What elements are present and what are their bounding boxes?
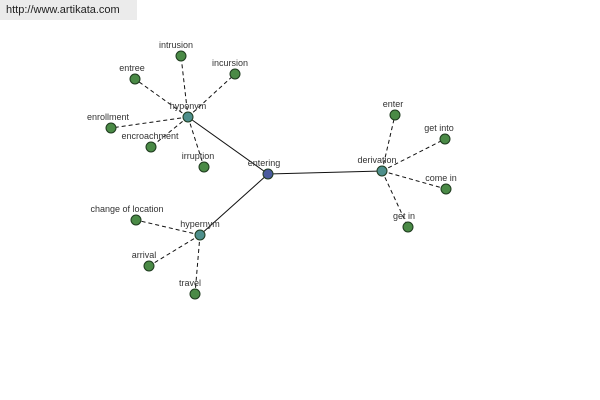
label-term-arrival: arrival bbox=[132, 250, 157, 260]
label-term-entree: entree bbox=[119, 63, 145, 73]
edge-derivation-get-into bbox=[381, 138, 446, 172]
site-url-banner[interactable]: http://www.artikata.com bbox=[0, 0, 137, 20]
edge-root-hyponym bbox=[187, 116, 269, 175]
node-term-intrusion[interactable] bbox=[175, 50, 187, 62]
edge-hyponym-entree bbox=[134, 78, 189, 118]
label-term-come-in: come in bbox=[425, 173, 457, 183]
label-term-get-into: get into bbox=[424, 123, 454, 133]
node-term-irruption[interactable] bbox=[198, 161, 210, 173]
node-term-change-of-location[interactable] bbox=[130, 214, 142, 226]
edge-root-derivation bbox=[267, 170, 383, 175]
label-term-get-in: get in bbox=[393, 211, 415, 221]
edge-root-hypernym bbox=[199, 173, 269, 236]
edge-derivation-get-in bbox=[381, 170, 409, 228]
edge-hyponym-encroachment bbox=[150, 116, 189, 148]
label-term-incursion: incursion bbox=[212, 58, 248, 68]
label-term-encroachment: encroachment bbox=[121, 131, 179, 141]
edge-hypernym-travel bbox=[194, 234, 201, 295]
node-term-incursion[interactable] bbox=[229, 68, 241, 80]
node-term-come-in[interactable] bbox=[440, 183, 452, 195]
label-term-change-of-location: change of location bbox=[90, 204, 163, 214]
label-root: entering bbox=[248, 158, 281, 168]
edge-hyponym-irruption bbox=[187, 116, 205, 168]
node-term-entree[interactable] bbox=[129, 73, 141, 85]
label-relation-derivation: derivation bbox=[357, 155, 396, 165]
node-term-get-in[interactable] bbox=[402, 221, 414, 233]
edge-hyponym-incursion bbox=[187, 73, 236, 118]
edge-hyponym-intrusion bbox=[180, 55, 189, 118]
node-term-enter[interactable] bbox=[389, 109, 401, 121]
label-term-enrollment: enrollment bbox=[87, 112, 130, 122]
node-relation-hypernym[interactable] bbox=[194, 229, 206, 241]
label-term-travel: travel bbox=[179, 278, 201, 288]
node-relation-hyponym[interactable] bbox=[182, 111, 194, 123]
edge-hyponym-enrollment bbox=[110, 116, 189, 129]
node-term-enrollment[interactable] bbox=[105, 122, 117, 134]
node-term-travel[interactable] bbox=[189, 288, 201, 300]
label-term-enter: enter bbox=[383, 99, 404, 109]
node-term-get-into[interactable] bbox=[439, 133, 451, 145]
edge-hypernym-change-of-location bbox=[135, 219, 201, 236]
label-relation-hypernym: hypernym bbox=[180, 219, 220, 229]
label-term-irruption: irruption bbox=[182, 151, 215, 161]
edge-hypernym-arrival bbox=[148, 234, 201, 267]
node-term-arrival[interactable] bbox=[143, 260, 155, 272]
label-relation-hyponym: hyponym bbox=[170, 101, 207, 111]
node-relation-derivation[interactable] bbox=[376, 165, 388, 177]
node-root-entering[interactable] bbox=[262, 168, 274, 180]
label-term-intrusion: intrusion bbox=[159, 40, 193, 50]
edge-derivation-enter bbox=[381, 114, 396, 172]
node-term-encroachment[interactable] bbox=[145, 141, 157, 153]
